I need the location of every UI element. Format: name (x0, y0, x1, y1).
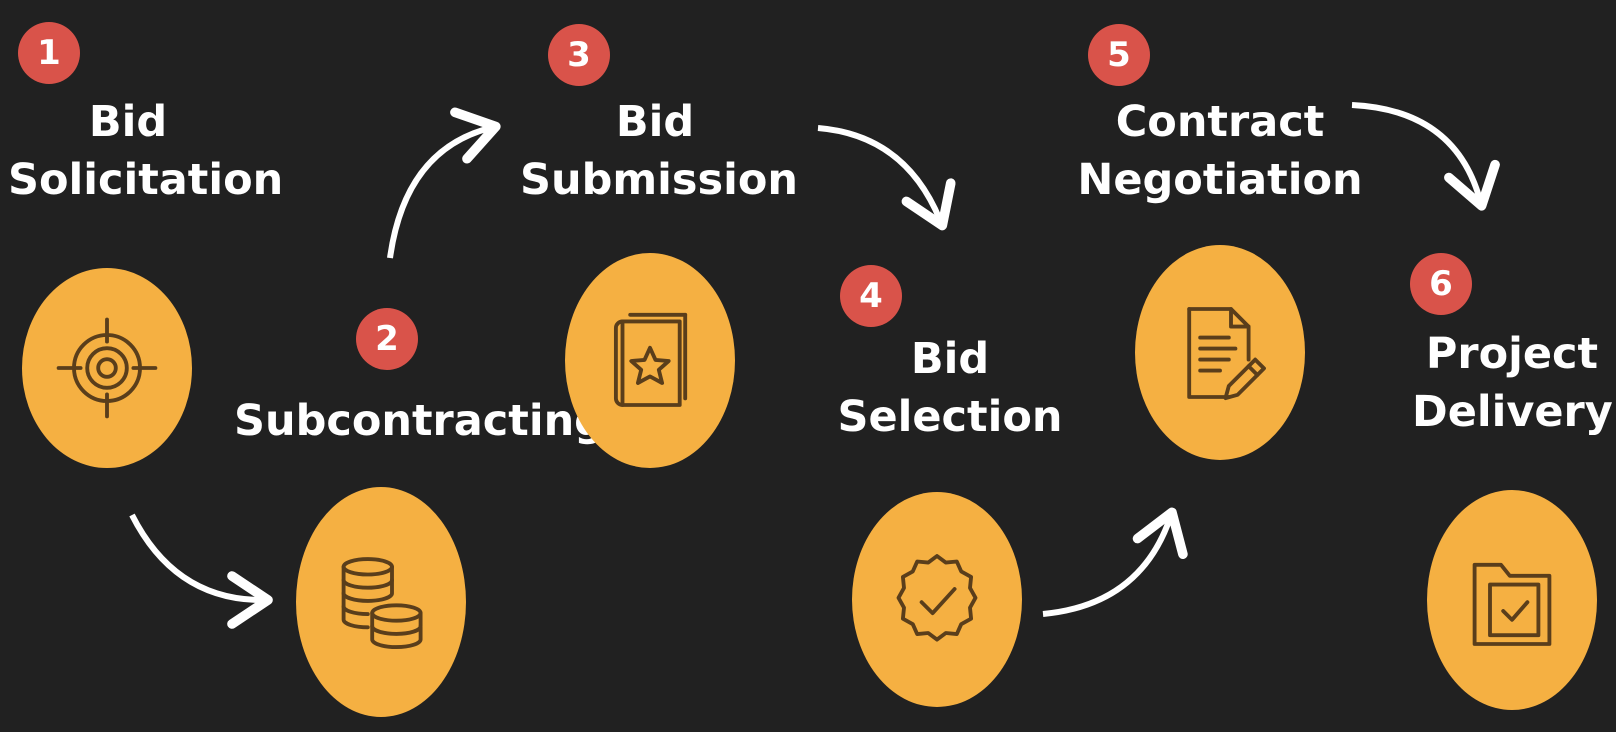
folder-check-icon (1472, 562, 1552, 646)
step-1-icon-circle (22, 268, 192, 468)
arrow-5-to-6 (1351, 102, 1500, 211)
step-3-icon-circle (565, 253, 735, 468)
step-4-number-badge: 4 (840, 265, 902, 327)
step-6-label-line1: Project (1425, 329, 1599, 379)
step-1-label-line2: Solicitation (8, 155, 284, 205)
step-2-icon-circle (296, 487, 466, 717)
badge-check-icon (896, 553, 978, 642)
step-1-label-line1: Bid (88, 97, 168, 147)
step-4-icon-circle (852, 492, 1022, 707)
step-5-label-line1: Contract (1115, 97, 1325, 147)
step-6-label: Project Delivery (1412, 325, 1613, 441)
arrow-3-to-4 (817, 125, 956, 231)
step-3-number-badge: 3 (548, 24, 610, 86)
coins-icon (341, 557, 423, 649)
step-4-label-line1: Bid (910, 334, 990, 384)
step-6-icon-circle (1427, 490, 1597, 710)
step-3-label-line1: Bid (615, 97, 695, 147)
step-2-number-badge: 2 (356, 308, 418, 370)
step-1-label: Bid Solicitation (8, 93, 284, 209)
step-4-label: Bid Selection (830, 330, 1070, 446)
step-3-label-line2: Submission (520, 155, 798, 205)
arrow-1-to-2 (129, 513, 273, 629)
arrow-2-to-3 (387, 107, 501, 259)
step-6-number-badge: 6 (1410, 253, 1472, 315)
step-5-icon-circle (1135, 245, 1305, 460)
step-6-label-line2: Delivery (1412, 387, 1613, 437)
star-book-icon (613, 312, 688, 407)
arrow-4-to-5 (1042, 507, 1188, 617)
step-1-number-badge: 1 (18, 22, 80, 84)
step-2-label: Subcontracting (234, 392, 605, 450)
step-5-label-line2: Negotiation (1077, 155, 1363, 205)
step-5-number-badge: 5 (1088, 24, 1150, 86)
step-4-label-line2: Selection (837, 392, 1063, 442)
document-pen-icon (1187, 306, 1266, 400)
step-5-label: Contract Negotiation (1075, 93, 1365, 209)
target-icon (56, 317, 158, 419)
step-3-label: Bid Submission (520, 93, 798, 209)
step-2-label-line2: Subcontracting (234, 396, 605, 446)
